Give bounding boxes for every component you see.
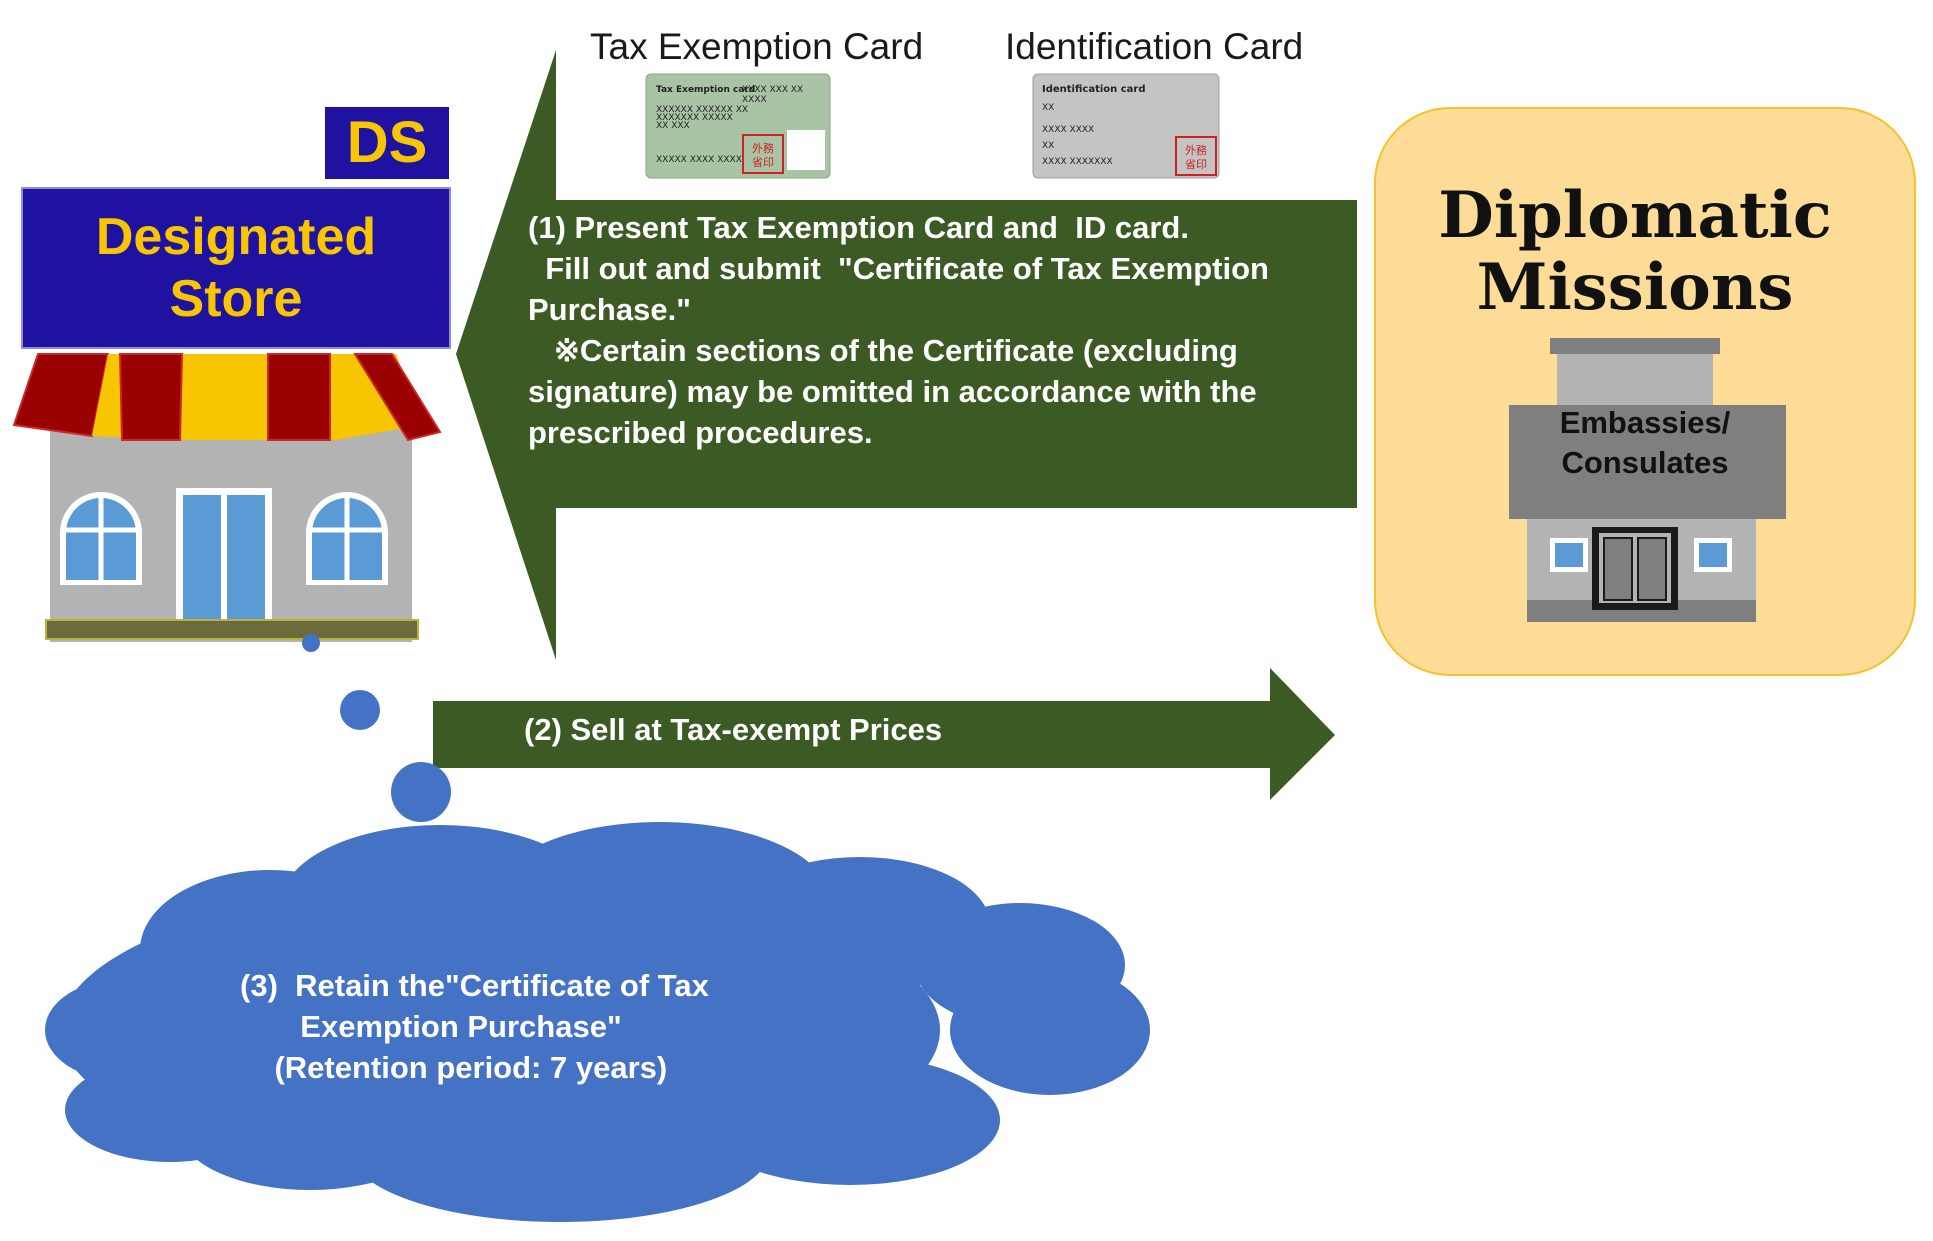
step2-text: (2) Sell at Tax-exempt Prices [524,712,943,747]
svg-text:XXXX XXXX: XXXX XXXX [1042,125,1094,135]
identification-card-icon: Identification card XX XXXX XXXX XX XXXX… [1032,73,1220,179]
identification-card-title: Identification Card [1005,26,1304,67]
svg-text:XX: XX [1042,103,1054,113]
id-card-header: Identification card [1042,84,1146,95]
designated-store-label: Designated Store [95,208,377,328]
thought-dot-medium [340,690,380,730]
svg-text:XXXXXX XXXXXX XX: XXXXXX XXXXXX XX [656,105,748,115]
retention-cloud [45,822,1150,1222]
embassy-building-icon [1509,338,1786,622]
thought-dot-small [302,634,320,652]
svg-text:省印: 省印 [1185,158,1207,171]
tax-exemption-card-title: Tax Exemption Card [590,26,924,67]
svg-text:XX XXX: XX XXX [656,121,690,131]
svg-text:外務: 外務 [752,141,774,155]
step1-text: (1) Present Tax Exemption Card and ID ca… [528,210,1269,450]
thought-dot-large [391,762,451,822]
svg-text:XXXXXXX XXXXX: XXXXXXX XXXXX [656,113,733,123]
svg-text:XX: XX [1042,141,1054,151]
svg-text:XXXX XXXXXXX: XXXX XXXXXXX [1042,157,1113,167]
diplomatic-missions-title: Diplomatic Missions [1438,178,1832,325]
svg-text:外務: 外務 [1185,143,1207,157]
svg-text:XXXX XXX XX: XXXX XXX XX [742,85,803,95]
embassies-consulates-label: Embassies/ Consulates [1559,405,1731,480]
designated-store-sign: Designated Store [21,187,451,349]
step2-arrow [433,668,1335,800]
tax-exemption-card-icon: Tax Exemption card XXXX XXX XX XXXX XXXX… [645,73,831,179]
svg-text:省印: 省印 [752,156,774,169]
tax-card-header: Tax Exemption card [656,85,755,95]
store-building-icon [12,353,442,642]
svg-text:XXXX: XXXX [742,95,767,105]
step1-arrow [456,50,1357,660]
svg-text:XXXXX XXXX XXXX: XXXXX XXXX XXXX [656,155,742,165]
step3-text: (3) Retain the"Certificate of Tax Exempt… [240,968,709,1085]
ds-badge: DS [325,107,449,179]
